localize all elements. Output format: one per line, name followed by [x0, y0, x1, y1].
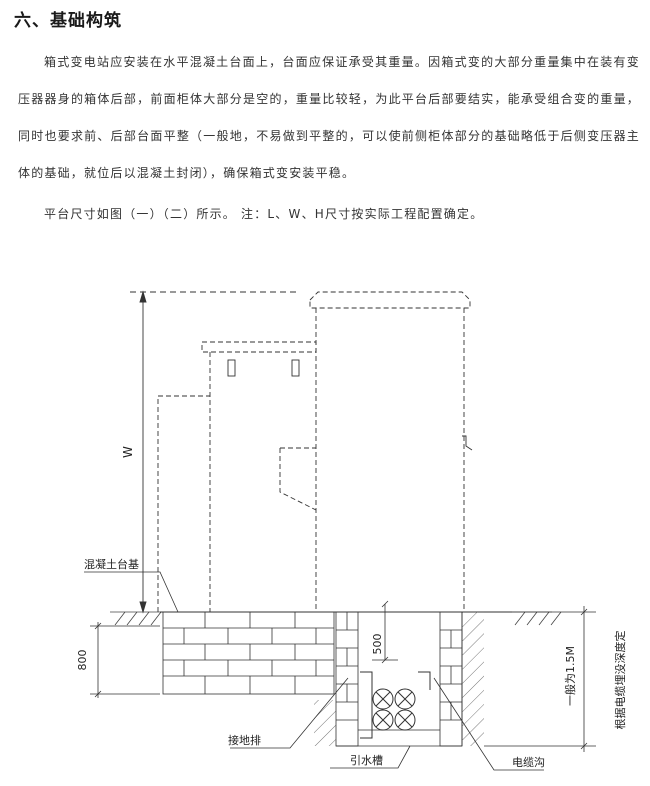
paragraph-platform-dimensions: 平台尺寸如图（一）（二）所示。 注：L、W、H尺寸按实际工程配置确定。: [44, 207, 484, 221]
paragraph-foundation-requirements: 箱式变电站应安装在水平混凝土台面上，台面应保证承受其重量。因箱式变的大部分重量集…: [18, 55, 640, 180]
dimension-800: [90, 622, 160, 698]
left-brick-foundation: [162, 611, 335, 695]
dimension-w: [130, 290, 300, 614]
label-w: W: [121, 446, 135, 458]
soil-hatch-left: [314, 700, 336, 746]
leader-trench: [433, 677, 544, 771]
dimension-500: [372, 600, 398, 664]
leader-grounding: [230, 677, 349, 749]
leader-concrete-base: [84, 571, 179, 613]
label-concrete-base: 混凝土台基: [84, 557, 139, 571]
cabinet-handles: [227, 359, 473, 451]
soil-hatch-right: [462, 612, 484, 746]
label-depth-general: 一般为1.5M: [564, 646, 577, 706]
label-grounding: 接地排: [228, 733, 261, 747]
label-800: 800: [76, 650, 89, 671]
ground-hatching: [110, 611, 562, 626]
leader-drain: [330, 745, 411, 769]
label-trench: 电缆沟: [512, 756, 545, 769]
cable-support-bracket: [360, 671, 431, 739]
section-title: 六、基础构筑: [14, 11, 122, 31]
label-drain: 引水槽: [350, 753, 383, 767]
cable-bundle: [372, 688, 416, 731]
box-substation-outline: [157, 291, 471, 612]
label-depth-rule: 根据电缆埋没深度定: [613, 631, 627, 730]
dimension-depth: [484, 606, 596, 752]
label-500: 500: [371, 634, 384, 655]
